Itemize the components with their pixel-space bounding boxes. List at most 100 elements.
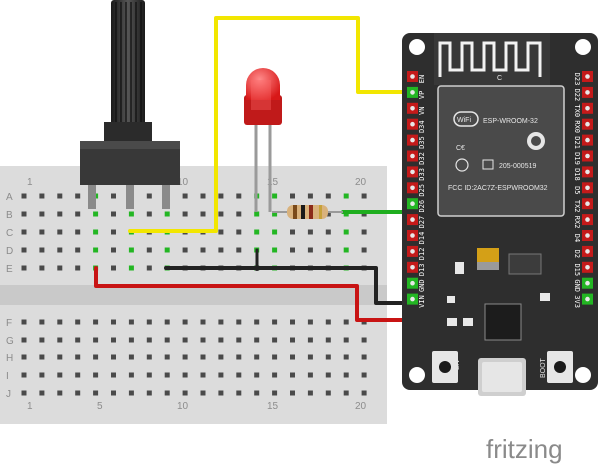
breadboard-hole xyxy=(111,337,116,343)
ce-mark: C€ xyxy=(456,145,465,152)
row-label: F xyxy=(6,318,12,329)
breadboard-hole xyxy=(218,372,224,378)
column-number: 1 xyxy=(27,401,33,412)
column-number: 20 xyxy=(355,401,367,412)
esp32-pin-label: EN xyxy=(418,75,426,83)
row-label: G xyxy=(6,336,14,347)
esp-wroom-32-module xyxy=(437,85,565,217)
breadboard-hole xyxy=(111,354,116,360)
wifi-logo xyxy=(453,111,479,127)
mounting-hole xyxy=(575,39,591,55)
breadboard-hole xyxy=(325,247,331,253)
esp32-pin-label: VP xyxy=(418,91,426,99)
esp32-pin-label: D14 xyxy=(418,232,426,245)
esp32-pin-label: RX2 xyxy=(573,216,581,229)
esp32-pin-label: GND xyxy=(573,279,581,292)
breadboard-hole xyxy=(361,372,367,378)
esp32-pin-label: TX2 xyxy=(573,200,581,213)
breadboard-hole xyxy=(182,372,188,378)
breadboard-hole xyxy=(146,354,152,360)
esp32-pin-label: TX0 xyxy=(573,104,581,117)
esp32-pin-label: D2 xyxy=(573,250,581,258)
column-number: 5 xyxy=(97,401,103,412)
breadboard-hole xyxy=(111,265,116,271)
breadboard-hole xyxy=(93,229,99,235)
breadboard-hole xyxy=(57,319,63,325)
boot-button-label: BOOT xyxy=(540,357,547,378)
breadboard-hole xyxy=(236,211,242,217)
breadboard-hole xyxy=(290,229,295,235)
row-label: C xyxy=(6,228,13,239)
esp32-pin-label: D25 xyxy=(418,184,426,197)
r-mark xyxy=(482,159,494,170)
breadboard-hole xyxy=(57,337,63,343)
breadboard-hole xyxy=(75,193,81,199)
breadboard-hole xyxy=(325,319,331,325)
column-numbers-bottom: 1 5 10 15 20 xyxy=(27,401,367,412)
capacitor xyxy=(540,293,550,301)
esp32-pin-label: D12 xyxy=(418,248,426,261)
module-name: ESP-WROOM-32 xyxy=(483,118,538,125)
esp32-pin-label: D32 xyxy=(418,152,426,165)
breadboard-hole xyxy=(272,247,278,253)
breadboard-hole xyxy=(75,265,81,271)
breadboard-hole xyxy=(254,337,260,343)
breadboard-hole xyxy=(128,372,134,378)
breadboard-hole xyxy=(75,211,81,217)
breadboard-hole xyxy=(182,247,188,253)
breadboard-hole xyxy=(111,390,116,396)
column-number: 15 xyxy=(267,401,279,412)
breadboard-hole xyxy=(290,354,295,360)
potentiometer-pin xyxy=(126,185,134,209)
breadboard-holes-bottom xyxy=(21,319,367,396)
fcc-id: FCC ID:2AC7Z-ESPWROOM32 xyxy=(448,185,548,192)
led-rim xyxy=(244,95,282,125)
breadboard-hole xyxy=(218,390,224,396)
breadboard-hole xyxy=(21,390,27,396)
breadboard-hole xyxy=(254,390,260,396)
wire-red xyxy=(94,266,416,322)
column-number: 10 xyxy=(177,177,189,188)
breadboard-hole xyxy=(307,354,313,360)
esp32-pin-label: D27 xyxy=(418,216,426,229)
esp32-pin-label: GND xyxy=(418,279,426,292)
breadboard-hole xyxy=(290,247,295,253)
column-number: 1 xyxy=(27,177,33,188)
breadboard-hole xyxy=(218,354,224,360)
breadboard-hole xyxy=(57,354,63,360)
breadboard-hole xyxy=(182,354,188,360)
breadboard-hole xyxy=(272,354,278,360)
breadboard-hole xyxy=(254,354,260,360)
breadboard-hole xyxy=(254,372,260,378)
breadboard-hole xyxy=(361,337,367,343)
esp32-pin-label: D5 xyxy=(573,186,581,194)
fritzing-logo: fritzing xyxy=(486,434,563,464)
breadboard-hole xyxy=(21,265,27,271)
esp32-pin-label: D15 xyxy=(573,263,581,276)
breadboard-hole xyxy=(39,390,45,396)
breadboard-hole xyxy=(182,319,188,325)
led-dome xyxy=(246,68,280,100)
ams1117-regulator xyxy=(508,253,542,275)
breadboard-hole xyxy=(75,229,81,235)
breadboard-hole xyxy=(343,337,349,343)
breadboard-hole xyxy=(164,211,170,217)
breadboard-hole xyxy=(75,372,81,378)
esp32-pin-label: D23 xyxy=(573,73,581,86)
breadboard-hole xyxy=(218,193,224,199)
breadboard-hole xyxy=(361,247,367,253)
breadboard-hole xyxy=(272,211,278,217)
breadboard-hole xyxy=(75,319,81,325)
breadboard-hole xyxy=(272,229,278,235)
wire-black xyxy=(164,266,416,305)
breadboard-hole xyxy=(200,193,206,199)
breadboard-hole xyxy=(254,229,260,235)
breadboard-hole xyxy=(218,229,224,235)
row-label: E xyxy=(6,264,13,275)
esp32-pin-label: D21 xyxy=(573,136,581,149)
breadboard-hole xyxy=(21,354,27,360)
breadboard-hole xyxy=(290,390,295,396)
breadboard-hole xyxy=(325,229,331,235)
